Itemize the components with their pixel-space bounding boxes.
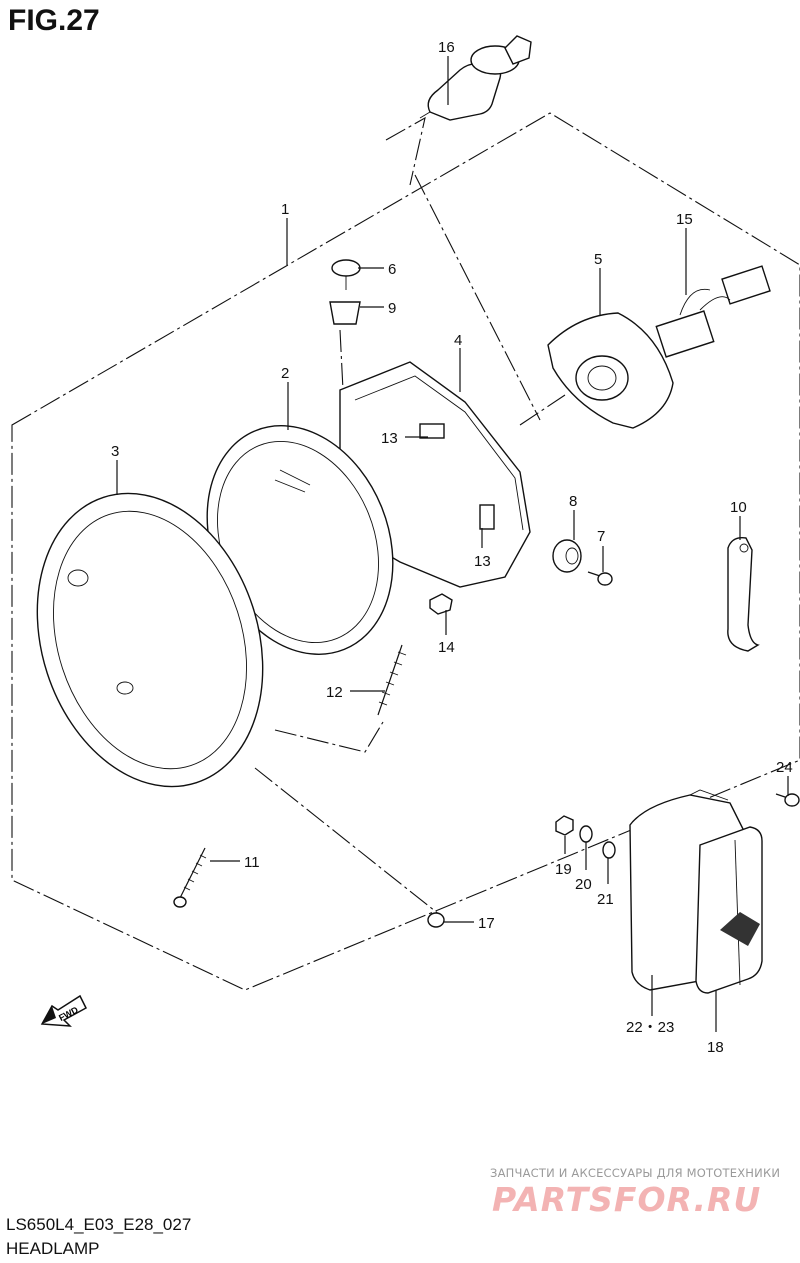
forward-direction-marker: FWD — [40, 994, 87, 1027]
spring-12-part — [377, 644, 407, 716]
section-name: HEADLAMP — [6, 1239, 100, 1258]
bolt-11-part — [173, 847, 207, 908]
cap-axis-line — [519, 394, 566, 426]
callout-17: 17 — [478, 915, 495, 932]
callout-14: 14 — [438, 639, 455, 656]
callout-15: 15 — [676, 211, 693, 228]
callout-24: 24 — [776, 759, 793, 776]
washer-20-part — [579, 825, 593, 843]
model-code: LS650L4_E03_E28_027 — [6, 1215, 192, 1234]
callout-13-lower: 13 — [474, 553, 491, 570]
callout-13-upper: 13 — [381, 430, 398, 447]
headlamp-cap-part — [547, 312, 674, 429]
nut-19-part — [555, 815, 574, 836]
callout-8: 8 — [569, 493, 577, 510]
bulb-leader — [385, 116, 426, 186]
watermark-tagline: ЗАПЧАСТИ И АКСЕССУАРЫ ДЛЯ МОТОТЕХНИКИ — [490, 1166, 781, 1180]
callout-11: 11 — [244, 854, 260, 871]
callout-1: 1 — [281, 201, 289, 218]
callout-22-23: 22・23 — [626, 1019, 674, 1036]
screw-axis-line — [254, 767, 441, 916]
bolt-7-part — [587, 571, 613, 586]
screw-6-part — [331, 259, 361, 290]
bushing-8-part — [552, 539, 582, 573]
headlamp-rim-part — [36, 492, 264, 788]
bulb-part — [419, 35, 532, 121]
callout-19: 19 — [555, 861, 572, 878]
callout-10: 10 — [730, 499, 747, 516]
callout-7: 7 — [597, 528, 605, 545]
screw-17-part — [427, 912, 445, 928]
callout-4: 4 — [454, 332, 462, 349]
washer-21-part — [602, 841, 616, 859]
callout-leaders — [116, 56, 789, 1032]
callout-21: 21 — [597, 891, 614, 908]
callout-16: 16 — [438, 39, 455, 56]
callout-9: 9 — [388, 300, 396, 317]
watermark-brand: PARTSFOR.RU — [492, 1180, 762, 1219]
nut-14-part — [429, 593, 453, 615]
callout-20: 20 — [575, 876, 592, 893]
callout-2: 2 — [281, 365, 289, 382]
reflector-lens-part — [695, 826, 763, 994]
bulb-axis-line — [414, 174, 541, 421]
grommet-9-part — [329, 301, 361, 325]
figure-title: FIG.27 — [8, 4, 100, 37]
callout-18: 18 — [707, 1039, 724, 1056]
callout-3: 3 — [111, 443, 119, 460]
connector-part — [655, 265, 771, 358]
assembly-boundary — [11, 112, 800, 991]
bolt-24-part — [775, 793, 800, 807]
bracket-10-part — [727, 537, 760, 652]
callout-12: 12 — [326, 684, 343, 701]
callout-6: 6 — [388, 261, 396, 278]
spring-leader — [274, 721, 384, 753]
callout-5: 5 — [594, 251, 602, 268]
